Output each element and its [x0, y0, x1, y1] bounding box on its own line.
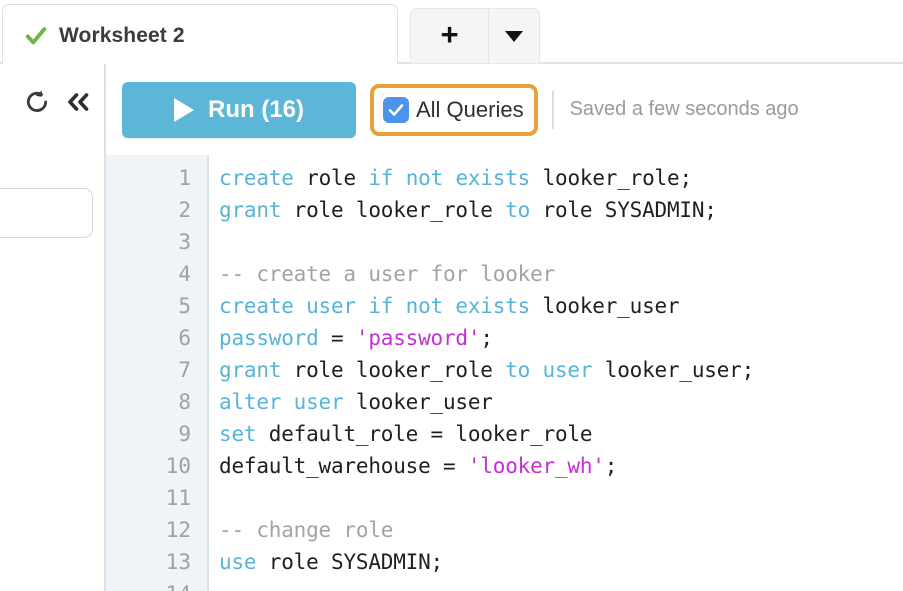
tab-worksheet-2[interactable]: Worksheet 2	[2, 4, 398, 66]
code-token-plain: role looker_role	[281, 358, 506, 382]
code-token-plain: default_role = looker_role	[256, 422, 593, 446]
all-queries-checkbox[interactable]: All Queries	[370, 83, 538, 136]
line-number: 6	[178, 326, 191, 350]
code-token-str: 'looker_wh'	[467, 454, 605, 478]
code-line[interactable]: use role SYSADMIN;	[219, 546, 903, 578]
line-number: 8	[178, 390, 191, 414]
code-text-area[interactable]: create role if not exists looker_role;gr…	[209, 155, 903, 591]
code-line[interactable]: create role if not exists looker_role;	[219, 162, 903, 194]
rail-icon-row	[0, 80, 104, 124]
line-number: 10	[165, 454, 191, 478]
code-token-kw: use	[219, 550, 257, 574]
code-token-plain: role SYSADMIN;	[530, 198, 717, 222]
code-line[interactable]: set default_role = looker_role	[219, 418, 903, 450]
code-line[interactable]: default_warehouse = 'looker_wh';	[219, 450, 903, 482]
code-token-plain	[356, 166, 368, 190]
code-token-plain: ;	[480, 326, 493, 350]
code-token-kw: set	[219, 422, 257, 446]
code-token-kw: password	[219, 326, 319, 350]
plus-icon: +	[440, 17, 459, 52]
code-token-kw: to	[505, 198, 531, 222]
rail-divider	[104, 64, 106, 591]
line-number: 7	[178, 358, 191, 382]
code-line[interactable]: -- change role	[219, 514, 903, 546]
tab-bar: Worksheet 2 +	[0, 0, 903, 66]
left-rail	[0, 64, 104, 591]
code-token-comment: -- create a user for looker	[219, 262, 555, 286]
tab-controls: +	[410, 8, 540, 64]
line-number: 11	[165, 486, 191, 510]
line-number: 13	[165, 550, 191, 574]
save-status-text: Saved a few seconds ago	[569, 98, 799, 120]
editor-toolbar: Run (16) All Queries Saved a few seconds…	[106, 64, 903, 155]
line-number: 3	[178, 230, 191, 254]
checkbox-box[interactable]	[383, 96, 409, 123]
new-tab-button[interactable]: +	[410, 8, 488, 64]
code-line[interactable]	[219, 482, 903, 514]
line-number: 9	[178, 422, 191, 446]
tab-menu-button[interactable]	[488, 8, 540, 64]
code-token-kw: grant	[219, 198, 282, 222]
line-number: 2	[178, 198, 191, 222]
refresh-icon[interactable]	[24, 89, 50, 115]
code-token-kw: to user	[505, 358, 593, 382]
line-number: 5	[178, 294, 191, 318]
checkmark-icon	[388, 103, 404, 116]
line-number: 12	[165, 518, 191, 542]
code-line[interactable]: password = 'password';	[219, 322, 903, 354]
run-button[interactable]: Run (16)	[122, 81, 356, 138]
rail-filter-input[interactable]	[0, 188, 93, 238]
code-line[interactable]: alter user looker_user	[219, 386, 903, 418]
line-number: 1	[178, 166, 191, 190]
code-token-plain: role	[306, 166, 356, 190]
code-token-plain: role looker_role	[281, 198, 506, 222]
code-token-kw: create	[219, 166, 294, 190]
code-line[interactable]: -- create a user for looker	[219, 258, 903, 290]
line-number-gutter: 1234567891011121314	[106, 155, 209, 591]
line-number: 4	[178, 262, 191, 286]
code-token-kw: alter user	[219, 390, 344, 414]
code-token-plain: looker_user;	[592, 358, 755, 382]
code-token-kw: grant	[219, 358, 282, 382]
code-token-plain: looker_role;	[530, 166, 693, 190]
double-chevron-left-icon[interactable]	[64, 90, 92, 114]
code-line[interactable]	[219, 578, 903, 591]
run-button-label: Run (16)	[208, 95, 304, 123]
code-editor[interactable]: 1234567891011121314 create role if not e…	[106, 155, 903, 591]
code-token-plain: default_warehouse =	[219, 454, 468, 478]
toolbar-separator	[551, 90, 554, 129]
code-token-plain: role SYSADMIN;	[256, 550, 443, 574]
code-token-str: 'password'	[355, 326, 481, 350]
check-icon	[25, 26, 47, 44]
code-token-plain: looker_user	[530, 294, 680, 318]
code-token-comment: -- change role	[219, 518, 394, 542]
code-token-plain: looker_user	[343, 390, 493, 414]
tab-label: Worksheet 2	[59, 23, 185, 47]
code-token-plain	[294, 166, 306, 190]
play-icon	[174, 97, 194, 122]
code-line[interactable]	[219, 226, 903, 258]
code-line[interactable]: grant role looker_role to user looker_us…	[219, 354, 903, 386]
code-token-kw: if not exists	[368, 166, 531, 190]
code-token-plain: =	[318, 326, 356, 350]
code-line[interactable]: grant role looker_role to role SYSADMIN;	[219, 194, 903, 226]
chevron-down-icon	[505, 30, 523, 42]
code-token-kw: create user if not exists	[219, 294, 531, 318]
code-token-plain: ;	[604, 454, 618, 478]
line-number: 14	[106, 578, 207, 591]
code-line[interactable]: create user if not exists looker_user	[219, 290, 903, 322]
all-queries-label: All Queries	[416, 96, 524, 122]
